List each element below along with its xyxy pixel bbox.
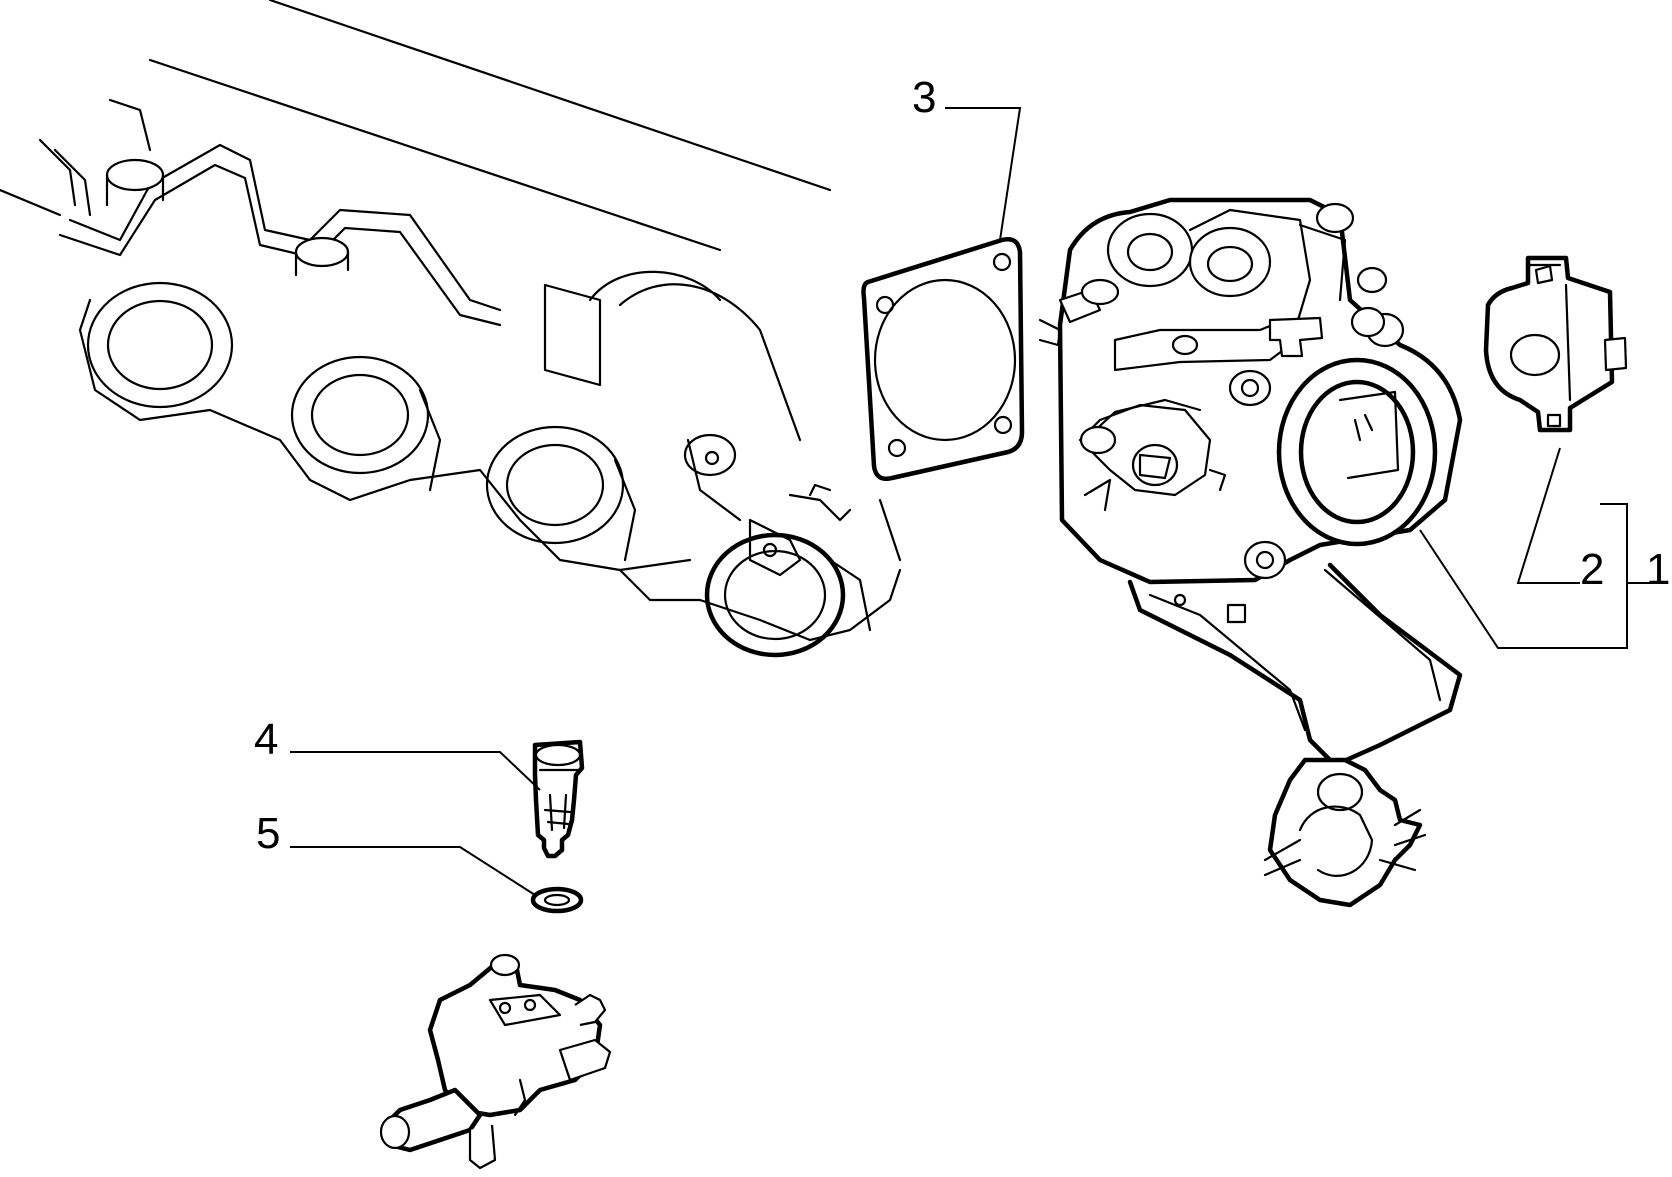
- sealing-washer: [530, 886, 584, 914]
- callout-3: 3: [912, 73, 936, 122]
- temperature-sensor: [532, 739, 585, 859]
- callout-2: 2: [1580, 545, 1604, 594]
- coolant-fitting: [379, 953, 612, 1170]
- callout-5: 5: [256, 809, 280, 858]
- leader-lines: [290, 107, 1655, 896]
- callout-4: 4: [254, 715, 278, 764]
- intake-manifold: [0, 0, 902, 658]
- throttle-body-gasket: [861, 237, 1025, 481]
- throttle-body: [1038, 197, 1463, 908]
- callout-1: 1: [1646, 545, 1670, 594]
- throttle-position-sensor: [1483, 255, 1628, 433]
